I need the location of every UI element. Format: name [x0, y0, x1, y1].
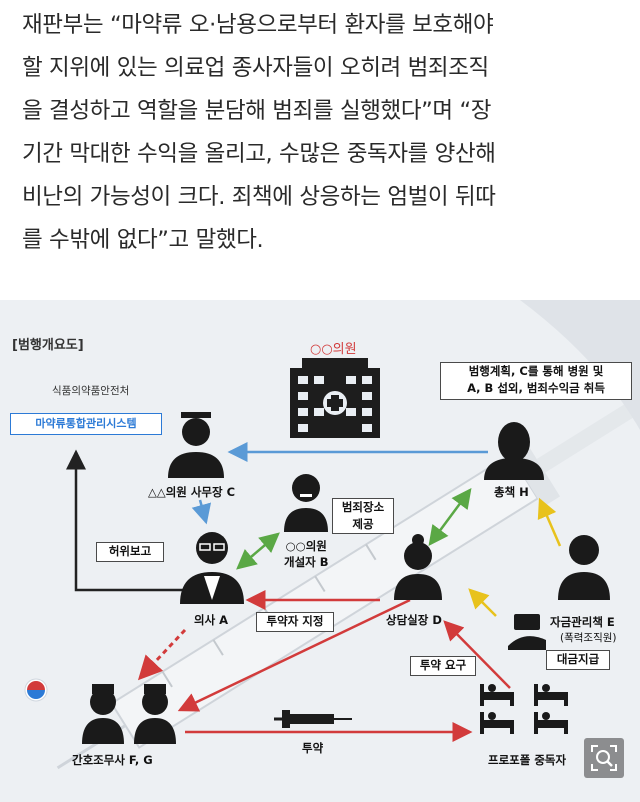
b-note-line: 제공 [352, 517, 374, 531]
b-label-line: 개설자 B [284, 555, 329, 569]
zoom-button[interactable] [584, 738, 624, 778]
diagram-canvas [24, 358, 610, 744]
management-system-box: 마약류통합관리시스템 [10, 413, 162, 435]
article-body: 재판부는 “마약류 오·남용으로부터 환자를 보호해야 할 지위에 있는 의료업… [22, 4, 626, 262]
boss-note-box: 범행계획, C를 통해 병원 및 A, B 섭외, 범죄수익금 취득 [440, 362, 632, 400]
boss-note-line: A, B 섭외, 범죄수익금 취득 [467, 381, 605, 395]
actor-d-label: 상담실장 D [386, 613, 442, 627]
actor-e-label: 자금관리책 E [550, 615, 615, 629]
article-line: 를 수밖에 없다”고 말했다. [22, 227, 264, 253]
actor-e-icon [558, 535, 610, 600]
actor-a-icon [180, 532, 244, 604]
diagram-title: [범행개요도] [12, 338, 84, 353]
actor-a-label: 의사 A [194, 613, 229, 627]
article-line: 할 지위에 있는 의료업 종사자들이 오히려 범죄조직 [22, 55, 489, 81]
hospital-icon [290, 358, 380, 438]
administer-label: 투약 [302, 741, 324, 755]
boss-note-line: 범행계획, C를 통해 병원 및 [468, 364, 604, 378]
money-hand-icon [508, 614, 546, 650]
patient-beds-icon [480, 684, 568, 734]
actor-d-icon [394, 534, 442, 600]
actor-e-sub: (폭력조직원) [560, 632, 617, 644]
false-report-box: 허위보고 [96, 542, 164, 562]
actor-h-icon [484, 422, 544, 480]
agency-name: 식품의약품안전처 [52, 385, 130, 397]
actor-b-icon [284, 474, 328, 532]
designate-box: 투약자 지정 [256, 612, 334, 632]
actor-c-icon [168, 412, 224, 478]
syringe-icon [274, 710, 352, 728]
payment-box: 대금지급 [546, 650, 610, 670]
actor-c-label: △△의원 사무장 C [148, 485, 236, 499]
patients-label: 프로포폴 중독자 [488, 753, 567, 767]
article-line: 재판부는 “마약류 오·남용으로부터 환자를 보호해야 [22, 12, 494, 38]
b-label-line: ○○의원 [285, 539, 327, 553]
actor-h-label: 총책 H [494, 485, 529, 499]
agency-logo-icon [24, 678, 48, 702]
zoom-icon [591, 745, 617, 771]
actor-b-label: ○○의원 개설자 B [284, 538, 329, 570]
actor-fg-label: 간호조무사 F, G [72, 753, 153, 767]
actor-f-icon [82, 684, 124, 744]
hospital-name: ○○의원 [310, 342, 357, 357]
b-note-line: 범죄장소 [341, 500, 385, 514]
article-line: 비난의 가능성이 크다. 죄책에 상응하는 엄벌이 뒤따 [22, 184, 496, 210]
actor-g-icon [134, 684, 176, 744]
request-box: 투약 요구 [410, 656, 476, 676]
article-line: 을 결성하고 역할을 분담해 범죄를 실행했다”며 “장 [22, 98, 492, 124]
actor-b-note-box: 범죄장소 제공 [332, 498, 394, 534]
crime-diagram-figure[interactable]: [범행개요도] 식품의약품안전처 마약류통합관리시스템 ○○의원 범행계획, C… [0, 300, 640, 802]
article-line: 기간 막대한 수익을 올리고, 수많은 중독자를 양산해 [22, 141, 496, 167]
